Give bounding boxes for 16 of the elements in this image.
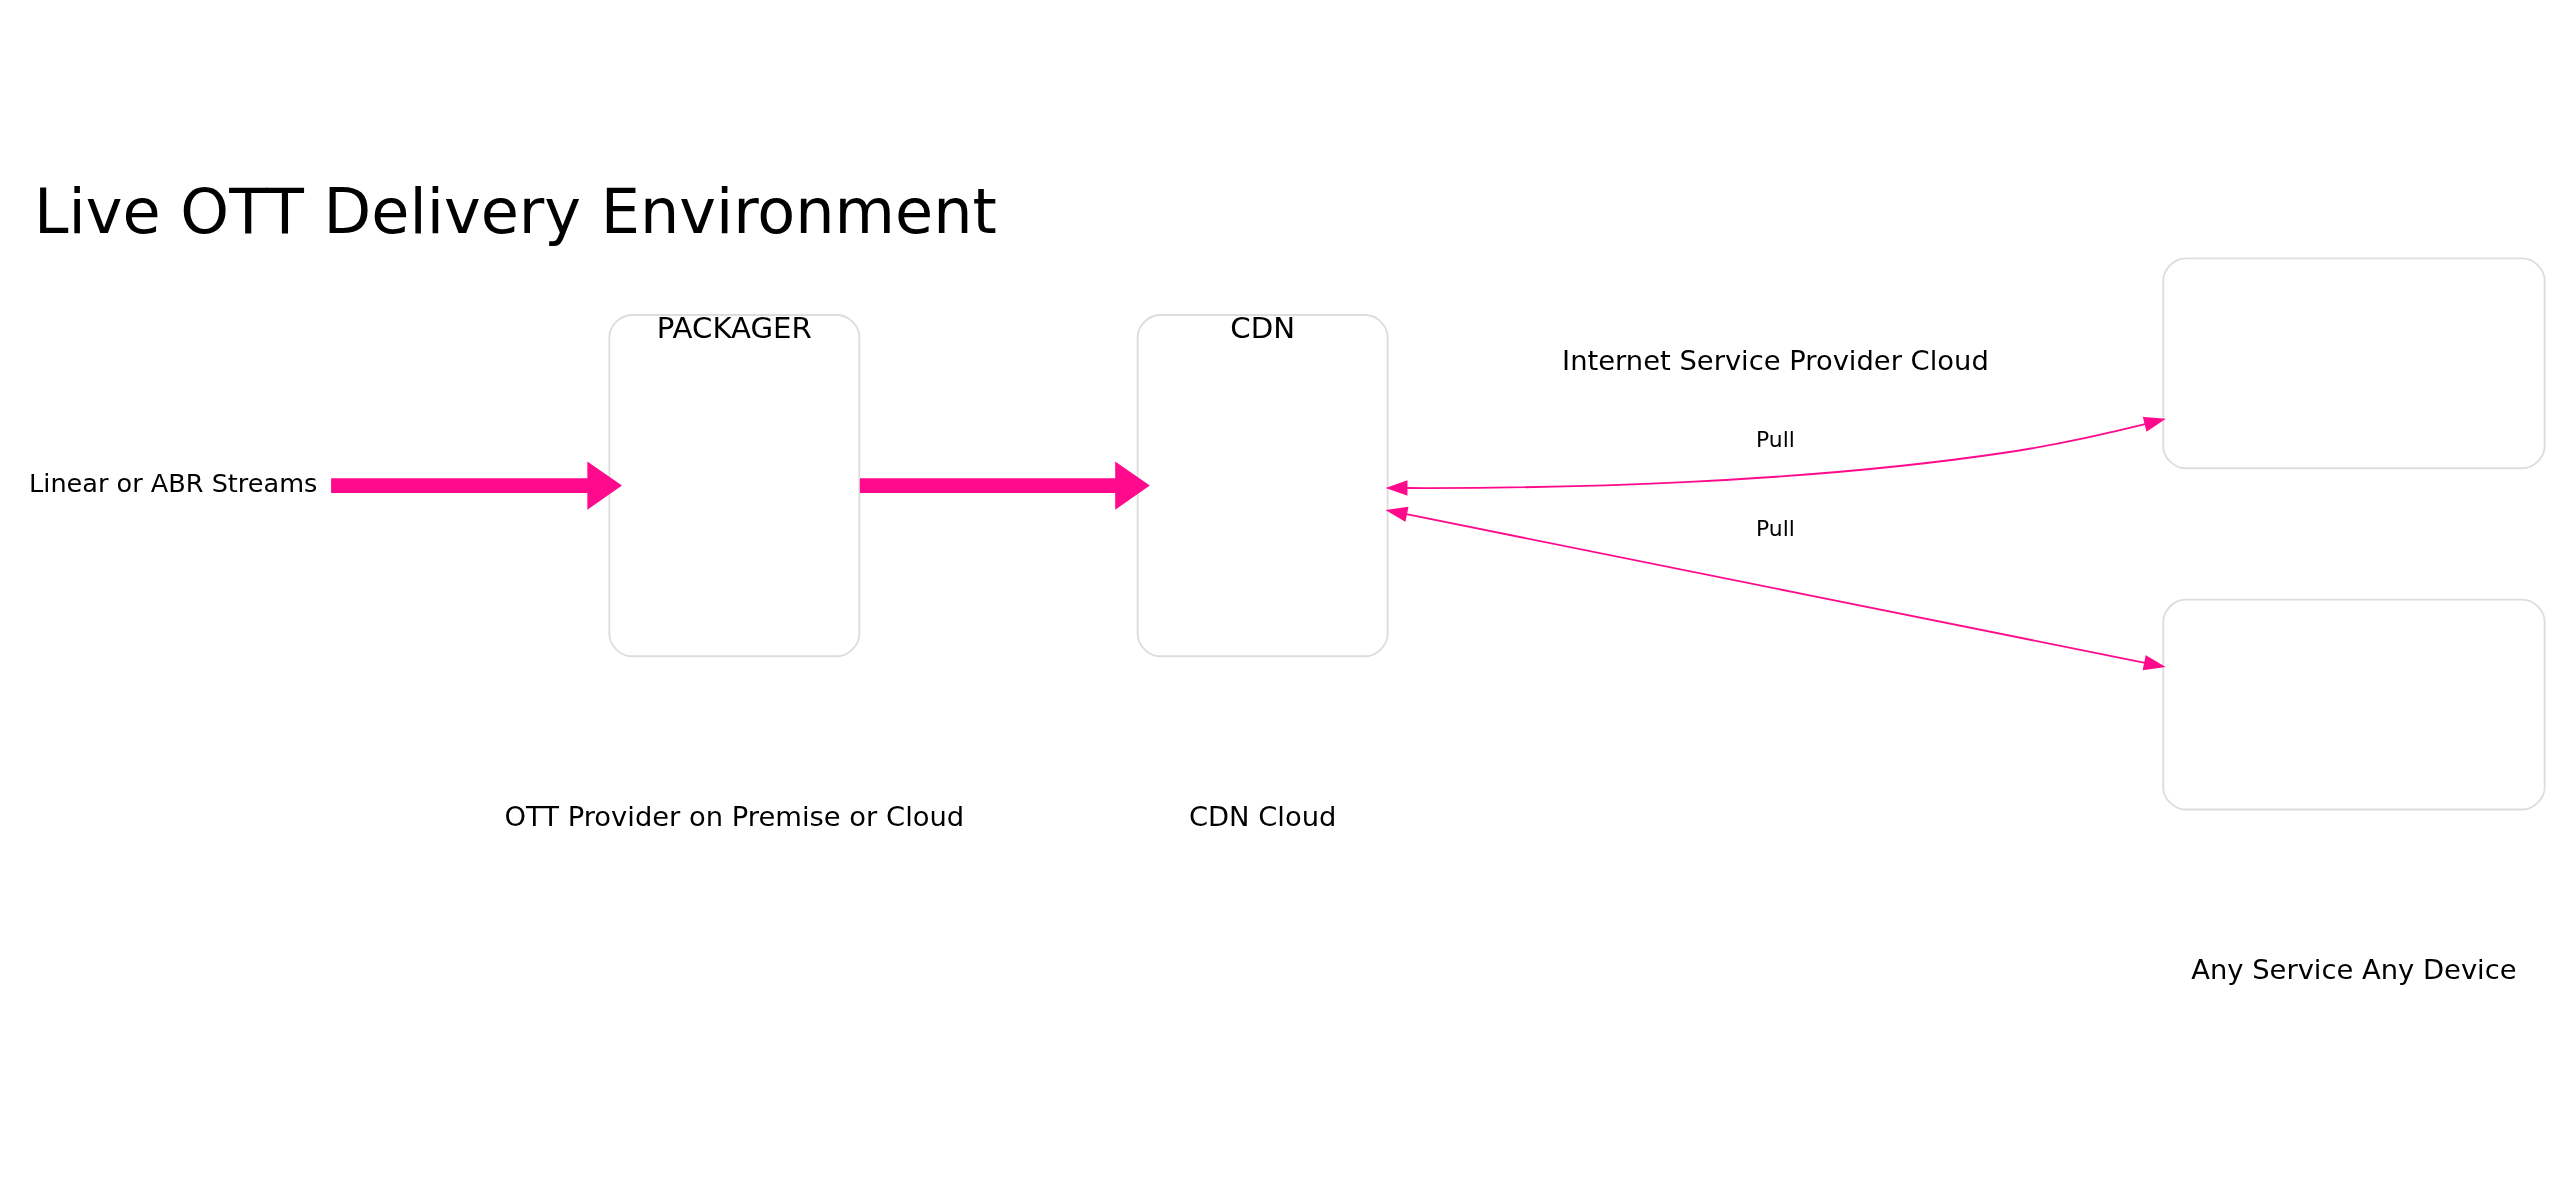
node-text: Linear or ABR Streams <box>29 468 318 499</box>
node-box: PACKAGER <box>608 314 861 658</box>
node-box <box>2162 598 2546 811</box>
diagram-title: Live OTT Delivery Environment <box>33 175 997 249</box>
edge-label: Pull <box>1756 515 1795 541</box>
label: Any Service Any Device <box>2191 954 2517 986</box>
label: Internet Service Provider Cloud <box>1562 344 1989 376</box>
arrow <box>1385 506 2166 671</box>
arrow <box>859 461 1150 510</box>
label: CDN Cloud <box>1188 800 1337 832</box>
arrow <box>331 461 622 510</box>
node-box <box>2162 257 2546 470</box>
label: OTT Provider on Premise or Cloud <box>504 800 965 832</box>
edge-label: Pull <box>1756 426 1795 452</box>
node-box: CDN <box>1136 314 1389 658</box>
arrow <box>1385 416 2166 496</box>
